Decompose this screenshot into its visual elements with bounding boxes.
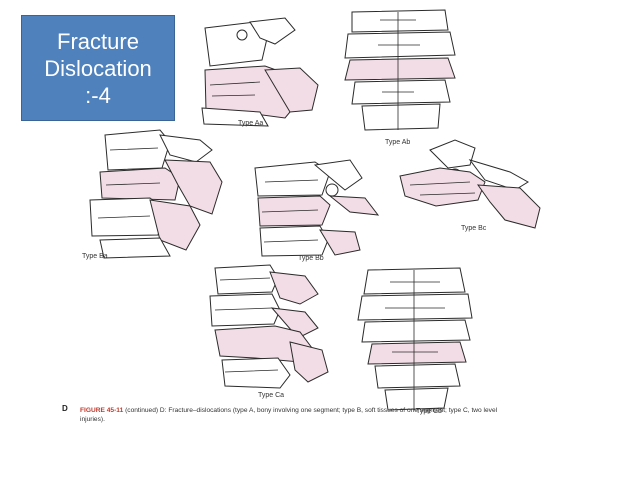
label-type-ca: Type Ca bbox=[258, 392, 285, 399]
title-line-1: Fracture bbox=[57, 28, 139, 54]
label-type-cb: Type Cb bbox=[416, 408, 443, 415]
title-line-2: Dislocation bbox=[44, 55, 152, 81]
panel-type-cb bbox=[357, 267, 473, 411]
label-type-ba: Type Ba bbox=[82, 253, 108, 260]
panel-type-ab bbox=[344, 9, 456, 131]
figure-number: FIGURE 45-11 bbox=[80, 407, 124, 414]
slide-title-box: Fracture Dislocation :-4 bbox=[21, 15, 175, 121]
panel-type-ca bbox=[209, 264, 329, 389]
figure-letter: D bbox=[62, 404, 68, 413]
title-line-3: :-4 bbox=[85, 82, 111, 108]
label-type-ab: Type Ab bbox=[385, 139, 411, 146]
label-type-aa: Type Aa bbox=[238, 120, 264, 127]
panel-type-aa bbox=[201, 17, 319, 127]
label-type-bb: Type Bb bbox=[298, 255, 324, 262]
panel-type-bc bbox=[399, 139, 541, 229]
figure-caption: FIGURE 45-11 (continued) D: Fracture–dis… bbox=[80, 407, 510, 424]
figure-caption-text: (continued) D: Fracture–dislocations (ty… bbox=[80, 407, 498, 423]
label-type-bc: Type Bc bbox=[461, 225, 487, 232]
panel-type-ba bbox=[89, 129, 223, 259]
panel-type-bb bbox=[254, 159, 380, 257]
